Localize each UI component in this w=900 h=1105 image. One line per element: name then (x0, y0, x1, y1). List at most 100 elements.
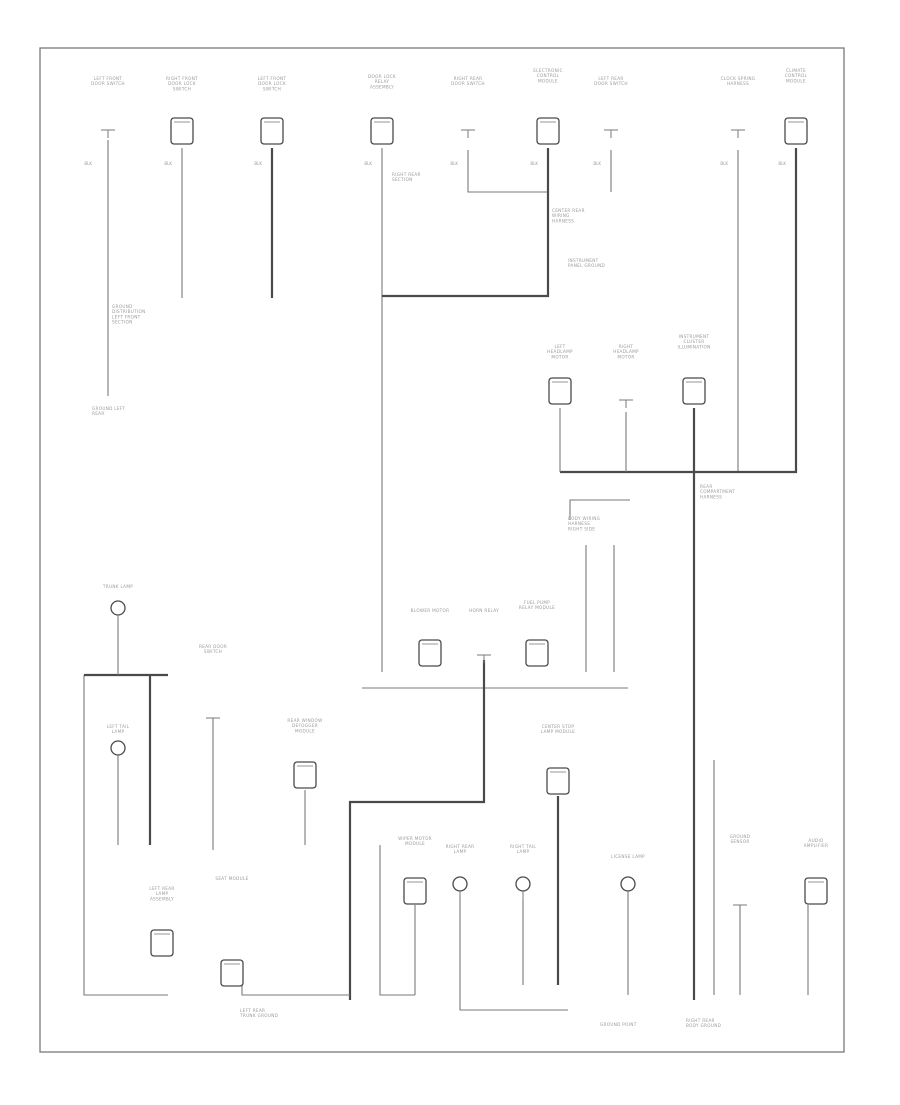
component-mid-5: HORN RELAY (469, 608, 499, 663)
module-box (418, 639, 442, 667)
lamp-bulb (620, 876, 636, 892)
lamp-bulb (110, 740, 126, 756)
component-mid-4: BLOWER MOTOR (411, 608, 450, 667)
component-low-9: LICENSE LAMP (611, 854, 645, 900)
wire-top-9 (560, 148, 798, 474)
wire-top-6 (382, 148, 550, 298)
module-box (525, 639, 549, 667)
module-box (548, 377, 572, 405)
component-low-12: SEAT MODULE (215, 876, 248, 987)
lamp-bulb (110, 600, 126, 616)
lamp-bulb (452, 876, 468, 892)
wire-relay-top (569, 499, 630, 520)
wire-right-rear (459, 895, 568, 1011)
wire-tag: BLK (530, 161, 538, 166)
wire-tag: BLK (593, 161, 601, 166)
component-label: BLOWER MOTOR (411, 608, 450, 613)
wire-left-loop (83, 675, 168, 996)
module-box (546, 767, 570, 795)
wire-rear-left (379, 845, 415, 996)
module-box (170, 117, 194, 145)
module-box (370, 117, 394, 145)
module-box (220, 959, 244, 987)
component-low-1: TRUNK LAMP (102, 584, 133, 624)
wire-group (83, 140, 809, 1011)
module-box (784, 117, 808, 145)
lamp-bulb (515, 876, 531, 892)
component-label: TRUNK LAMP (102, 584, 133, 589)
component-label: LICENSE LAMP (611, 854, 645, 859)
module-box (403, 877, 427, 905)
module-box (536, 117, 560, 145)
module-box (293, 761, 317, 789)
wire-seat-module (241, 965, 350, 996)
wire-tag: BLK (84, 161, 92, 166)
component-label: SEAT MODULE (215, 876, 248, 881)
wire-tag: BLK (254, 161, 262, 166)
module-box (260, 117, 284, 145)
wire-center (348, 660, 486, 1000)
diagram-border (39, 47, 845, 1053)
module-box (150, 929, 174, 957)
wire-top-5 (467, 150, 548, 193)
note-n10: GROUND POINT (600, 1022, 637, 1027)
wire-tag: BLK (778, 161, 786, 166)
component-label: HORN RELAY (469, 608, 499, 613)
wire-tag: BLK (450, 161, 458, 166)
